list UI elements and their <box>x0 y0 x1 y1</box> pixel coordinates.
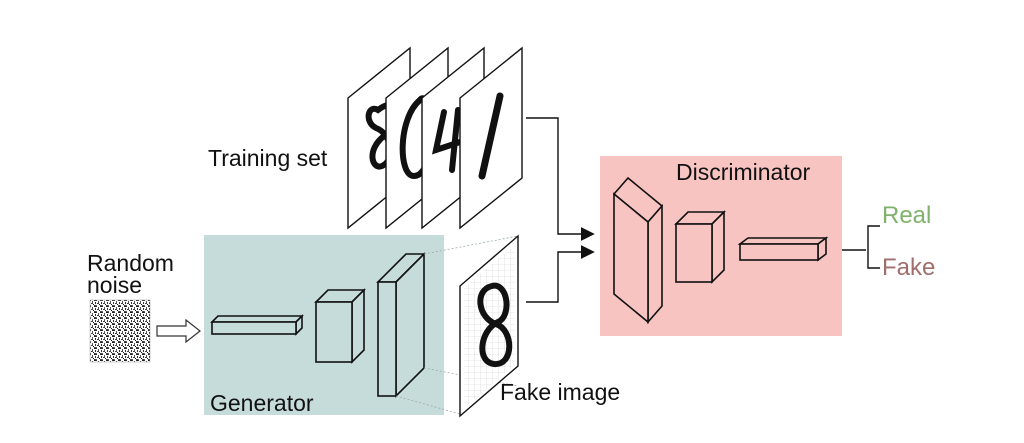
discriminator-input-layer <box>612 176 664 325</box>
generator-input-layer <box>210 314 304 336</box>
training-card-4 <box>459 46 523 230</box>
fake-image-card <box>459 234 519 418</box>
fake-image-label: Fake image <box>500 379 621 405</box>
noise-arrow-icon <box>156 318 201 344</box>
generator-label: Generator <box>210 390 314 416</box>
discriminator-label: Discriminator <box>676 159 811 185</box>
random-noise-label-line1: Random <box>87 250 174 276</box>
discriminator-output-layer <box>737 236 829 262</box>
training-set-images <box>347 46 523 230</box>
training-set-label: Training set <box>208 145 328 171</box>
generator-output-layer <box>376 252 426 398</box>
generator-hidden-layer <box>314 288 366 364</box>
real-output-label: Real <box>882 202 932 229</box>
connector-lines <box>526 117 595 303</box>
discriminator-hidden-layer <box>674 210 726 284</box>
output-bracket <box>842 225 880 269</box>
random-noise-image <box>89 299 151 363</box>
fake-output-label: Fake <box>882 254 936 281</box>
random-noise-label-line2: noise <box>87 272 142 298</box>
projection-lines <box>395 235 519 415</box>
